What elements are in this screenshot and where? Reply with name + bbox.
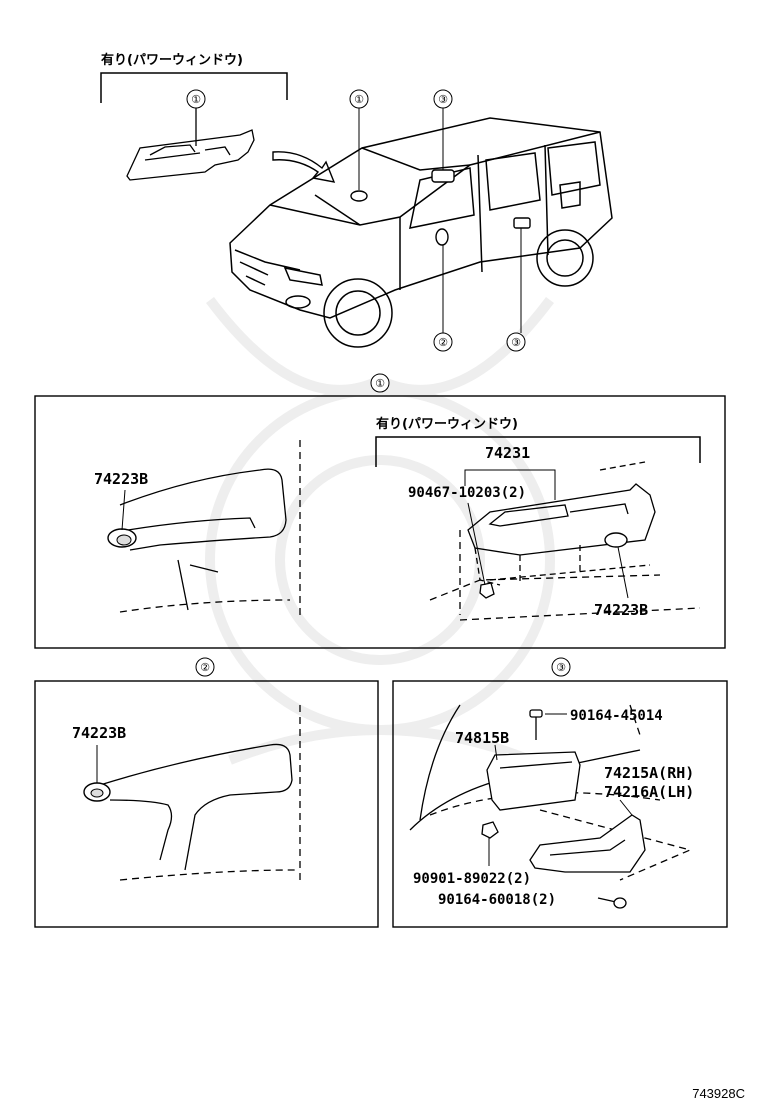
label-90467-10203: 90467-10203(2) bbox=[408, 485, 526, 501]
svg-text:①: ① bbox=[354, 93, 364, 106]
right-part-leader bbox=[617, 546, 629, 599]
clip-part-90467 bbox=[479, 582, 495, 599]
top-leader-lines bbox=[358, 108, 522, 333]
label-90901-89022: 90901-89022(2) bbox=[413, 871, 531, 887]
callout-3-rear: ③ bbox=[506, 332, 526, 352]
panel-1-frame bbox=[34, 395, 726, 649]
front-door-switch-location bbox=[435, 228, 449, 246]
label-74223B-door: 74223B bbox=[72, 724, 126, 742]
panel-3-frame bbox=[392, 680, 728, 928]
panel-2-callout: ② bbox=[200, 661, 210, 674]
label-90164-60018: 90164-60018(2) bbox=[438, 892, 556, 908]
svg-text:②: ② bbox=[438, 336, 448, 349]
assembly-bracket bbox=[464, 469, 556, 500]
panel-1: ① 74223B 有り(パワーウィンドウ) 74231 90467-10203(… bbox=[34, 373, 726, 649]
panel-1-callout: ① bbox=[375, 377, 385, 390]
roof-handle-location bbox=[431, 169, 455, 183]
panel-3-callout: ③ bbox=[556, 661, 566, 674]
cover-74815B bbox=[486, 751, 581, 811]
top-option-label: 有り(パワーウィンドウ) bbox=[101, 52, 243, 68]
screw-90164-60018 bbox=[597, 897, 627, 909]
screw-leader bbox=[467, 502, 486, 586]
panel-2: ② 74223B bbox=[34, 657, 379, 928]
handle-leader bbox=[619, 799, 633, 816]
cover-leader bbox=[494, 744, 498, 761]
callout-1-switch: ① bbox=[186, 89, 206, 109]
screw-90164-45014 bbox=[529, 709, 543, 740]
svg-text:③: ③ bbox=[438, 93, 448, 106]
panel-3: ③ 90164-45014 74815B 74215A(RH) bbox=[392, 657, 728, 928]
right-switch-part bbox=[604, 532, 628, 548]
switch-assembly-illustration bbox=[429, 461, 701, 621]
panel-2-trim bbox=[99, 705, 301, 885]
left-part-leader bbox=[121, 489, 126, 531]
dome-switch-location bbox=[350, 190, 368, 202]
callout-3-roof: ③ bbox=[433, 89, 453, 109]
top-option-bracket bbox=[100, 72, 288, 103]
label-74223B-right: 74223B bbox=[594, 601, 648, 619]
label-74815B: 74815B bbox=[455, 729, 509, 747]
callout-2-door: ② bbox=[433, 332, 453, 352]
label-74215A-rh: 74215A(RH) bbox=[604, 764, 694, 782]
svg-text:③: ③ bbox=[511, 336, 521, 349]
svg-text:①: ① bbox=[191, 93, 201, 106]
rear-handle-location bbox=[513, 217, 531, 229]
panel-1-option-label: 有り(パワーウィンドウ) bbox=[376, 416, 518, 432]
label-74231: 74231 bbox=[485, 444, 530, 462]
switch-base-illustration bbox=[126, 108, 255, 181]
pointer-arrow bbox=[272, 151, 336, 183]
label-90164-45014: 90164-45014 bbox=[570, 708, 663, 724]
callout-1-car: ① bbox=[349, 89, 369, 109]
diagram-code: 743928C bbox=[692, 1086, 745, 1101]
top-overview: 有り(パワーウィンドウ) bbox=[100, 52, 613, 352]
watermark-logo bbox=[205, 296, 555, 765]
panel-2-frame bbox=[34, 680, 379, 928]
label-74216A-lh: 74216A(LH) bbox=[604, 783, 694, 801]
panel-1-left-trim bbox=[119, 440, 301, 620]
clip-90901-89022 bbox=[481, 821, 499, 839]
panel-1-option-bracket bbox=[375, 436, 701, 467]
handle-74215A bbox=[529, 814, 646, 873]
label-74223B-left: 74223B bbox=[94, 470, 148, 488]
